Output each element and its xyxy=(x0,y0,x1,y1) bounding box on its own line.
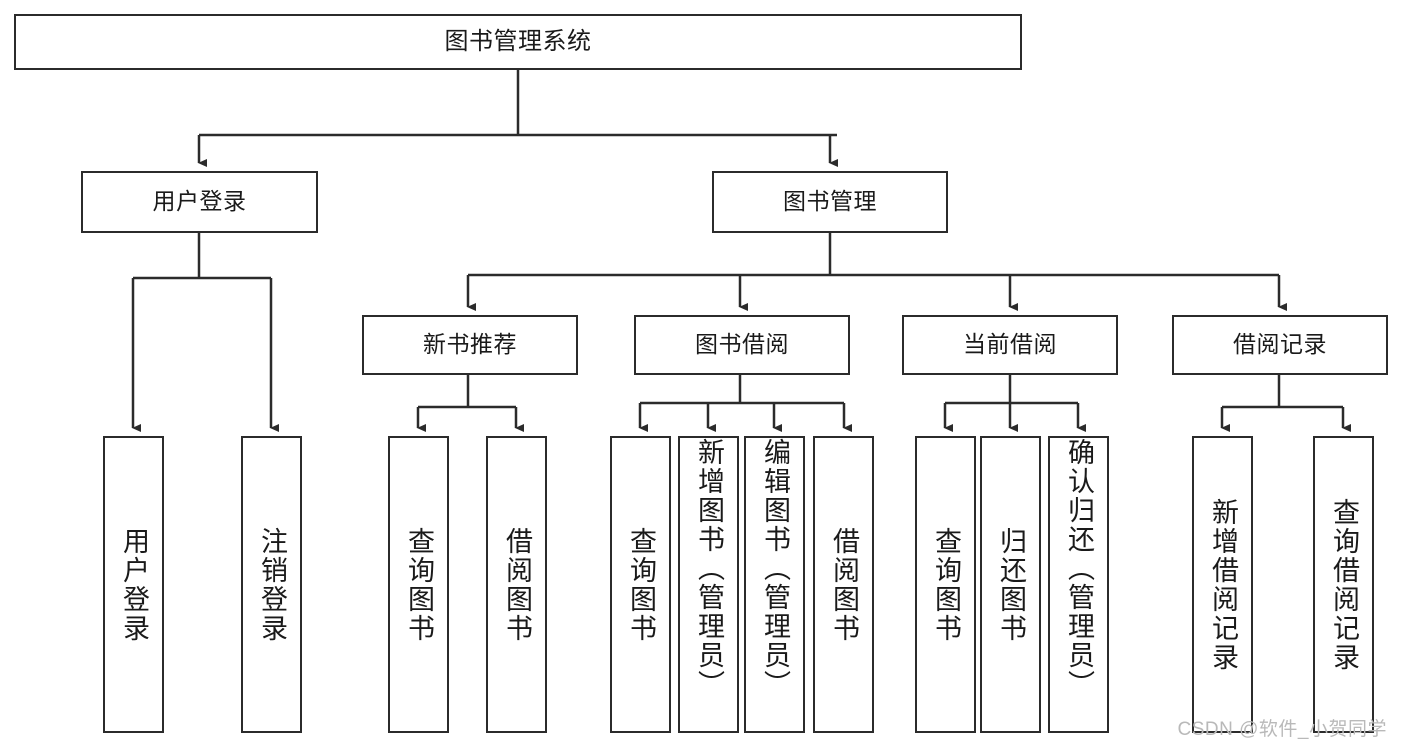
node-leaf-return-book[interactable]: 归还图书 xyxy=(980,436,1041,733)
node-label: 借阅图书 xyxy=(502,526,532,643)
node-label: 图书借阅 xyxy=(695,331,789,358)
node-label: 图书管理 xyxy=(783,188,877,215)
node-user-login[interactable]: 用户登录 xyxy=(81,171,318,233)
node-label: 查询图书 xyxy=(931,526,961,643)
node-leaf-confirm-return[interactable]: 确认归还（管理员） xyxy=(1048,436,1109,733)
node-label: 归还图书 xyxy=(996,526,1026,643)
node-label: 新增借阅记录 xyxy=(1208,497,1238,672)
node-leaf-query-book-1[interactable]: 查询图书 xyxy=(388,436,449,733)
node-current-borrow[interactable]: 当前借阅 xyxy=(902,315,1118,375)
node-label: 查询图书 xyxy=(404,526,434,643)
node-label: 查询图书 xyxy=(626,526,656,643)
node-leaf-query-record[interactable]: 查询借阅记录 xyxy=(1313,436,1374,733)
node-label: 新书推荐 xyxy=(423,331,517,358)
node-root-system[interactable]: 图书管理系统 xyxy=(14,14,1022,70)
node-leaf-add-book[interactable]: 新增图书（管理员） xyxy=(678,436,739,733)
node-leaf-add-record[interactable]: 新增借阅记录 xyxy=(1192,436,1253,733)
node-new-book-rec[interactable]: 新书推荐 xyxy=(362,315,578,375)
node-label: 新增图书（管理员） xyxy=(694,438,724,699)
node-label: 当前借阅 xyxy=(963,331,1057,358)
node-leaf-borrow-book-2[interactable]: 借阅图书 xyxy=(813,436,874,733)
node-label: 用户登录 xyxy=(119,526,149,643)
node-label: 查询借阅记录 xyxy=(1329,497,1359,672)
node-leaf-user-login[interactable]: 用户登录 xyxy=(103,436,164,733)
node-label: 注销登录 xyxy=(257,526,287,643)
node-label: 确认归还（管理员） xyxy=(1064,438,1094,699)
node-leaf-edit-book[interactable]: 编辑图书（管理员） xyxy=(744,436,805,733)
node-label: 用户登录 xyxy=(152,188,247,215)
node-leaf-query-book-2[interactable]: 查询图书 xyxy=(610,436,671,733)
node-book-borrow[interactable]: 图书借阅 xyxy=(634,315,850,375)
node-label: 图书管理系统 xyxy=(444,27,592,55)
watermark-text: CSDN @软件_小贺同学 xyxy=(1177,719,1387,740)
node-label: 借阅图书 xyxy=(829,526,859,643)
node-leaf-query-book-3[interactable]: 查询图书 xyxy=(915,436,976,733)
node-leaf-borrow-book-1[interactable]: 借阅图书 xyxy=(486,436,547,733)
node-book-manage[interactable]: 图书管理 xyxy=(712,171,948,233)
node-leaf-logout-login[interactable]: 注销登录 xyxy=(241,436,302,733)
node-label: 编辑图书（管理员） xyxy=(760,438,790,699)
node-borrow-record[interactable]: 借阅记录 xyxy=(1172,315,1388,375)
node-label: 借阅记录 xyxy=(1233,331,1327,358)
